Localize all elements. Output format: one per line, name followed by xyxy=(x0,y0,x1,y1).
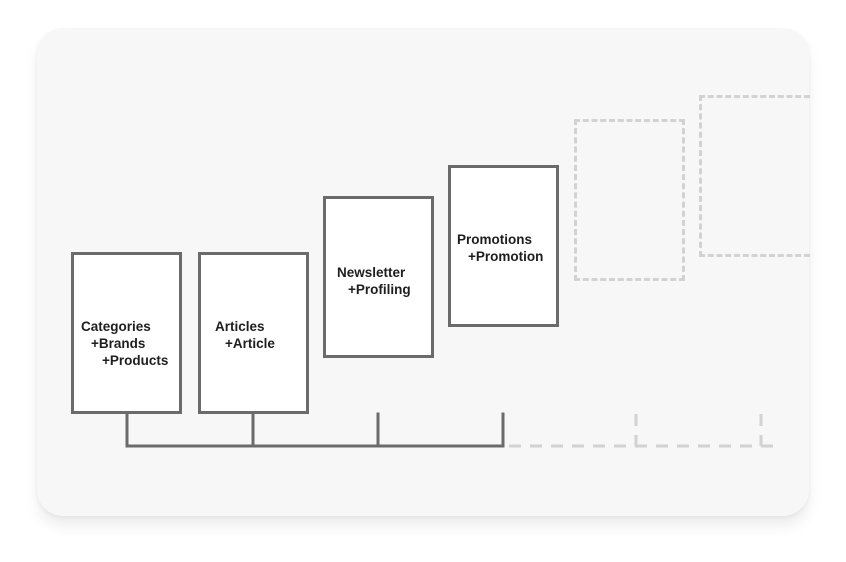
box-promotions-label: Promotions +Promotion xyxy=(457,231,543,265)
box-promotions-line-2: +Promotion xyxy=(468,249,544,264)
box-articles-label: Articles +Article xyxy=(215,318,275,352)
box-categories-label: Categories +Brands +Products xyxy=(81,318,168,369)
box-categories-line-2: +Brands xyxy=(91,336,146,351)
box-newsletter-line-2: +Profiling xyxy=(348,282,411,297)
box-newsletter: Newsletter +Profiling xyxy=(323,196,434,358)
box-categories-line-1: Categories xyxy=(81,319,151,334)
box-promotions: Promotions +Promotion xyxy=(448,165,559,327)
box-newsletter-line-1: Newsletter xyxy=(337,265,406,280)
placeholder-box-1 xyxy=(574,119,685,281)
box-categories-line-3: +Products xyxy=(102,353,169,368)
box-categories: Categories +Brands +Products xyxy=(71,252,182,414)
box-articles: Articles +Article xyxy=(198,252,309,414)
placeholder-box-2 xyxy=(699,95,810,257)
box-articles-line-1: Articles xyxy=(215,319,265,334)
box-promotions-line-1: Promotions xyxy=(457,232,533,247)
box-articles-line-2: +Article xyxy=(225,336,275,351)
box-newsletter-label: Newsletter +Profiling xyxy=(337,264,411,298)
